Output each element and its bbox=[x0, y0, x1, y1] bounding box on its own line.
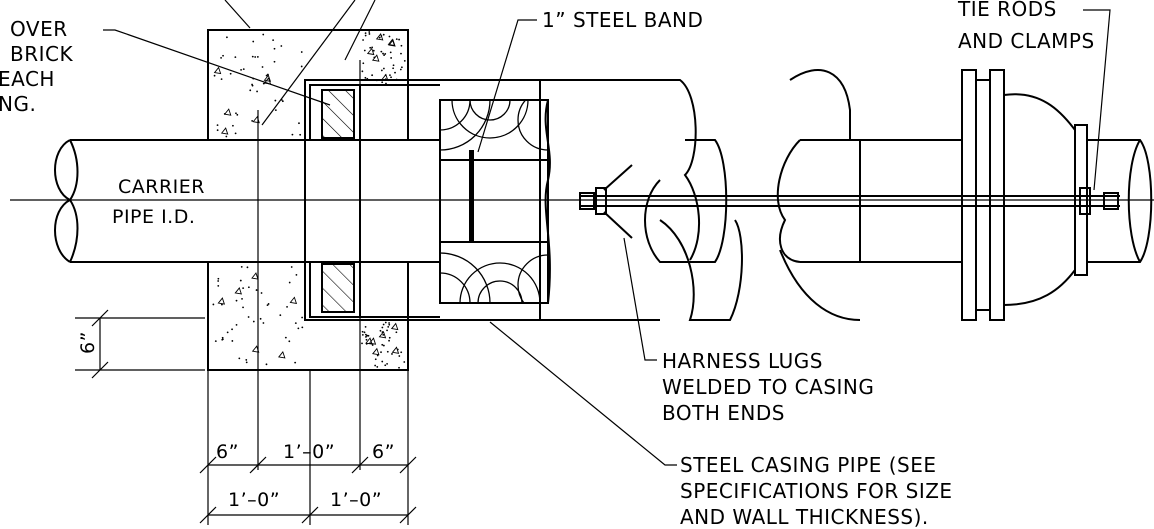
leader-harness bbox=[623, 237, 657, 361]
leader-top-b bbox=[261, 0, 356, 126]
label-over: OVER bbox=[10, 17, 68, 41]
seal-ring-top bbox=[321, 89, 355, 139]
tie-rod-nut-left bbox=[579, 192, 595, 210]
carrier-pipe bbox=[10, 139, 1154, 263]
pipe-seg-2 bbox=[659, 219, 743, 321]
label-casing-2: SPECIFICATIONS FOR SIZE bbox=[680, 479, 953, 503]
steel-casing-pipe bbox=[304, 79, 701, 321]
annotations: OVER BRICK EACH NG. 1” STEEL BAND TIE RO… bbox=[0, 0, 1095, 529]
carrier-pipe-left-break bbox=[54, 139, 73, 263]
label-harness-2: WELDED TO CASING bbox=[662, 375, 874, 399]
pipe-end bbox=[1087, 139, 1153, 263]
leader-top-a bbox=[224, 0, 251, 29]
label-brick: BRICK bbox=[10, 42, 73, 66]
dim-6in-left: 6” bbox=[216, 441, 239, 463]
harness-lug-top bbox=[603, 164, 633, 191]
dim-vertical-6in: 6” bbox=[77, 331, 99, 354]
pipe-seg-4 bbox=[800, 139, 861, 263]
carrier-pipe-left-break-2 bbox=[68, 139, 79, 263]
wood-spacer bbox=[439, 99, 549, 304]
seal-ring-bottom bbox=[321, 263, 355, 313]
label-and-clamps: AND CLAMPS bbox=[958, 29, 1095, 53]
dim-1ft-mid: 1’–0” bbox=[283, 441, 335, 463]
label-carrier: CARRIER bbox=[118, 176, 205, 198]
tie-rod-clamp-right bbox=[1079, 187, 1091, 215]
leader-top-c bbox=[344, 0, 376, 61]
tie-rods bbox=[579, 164, 1120, 239]
label-casing-1: STEEL CASING PIPE (SEE bbox=[680, 453, 937, 477]
dim-1ft-left: 1’–0” bbox=[228, 489, 280, 511]
casing-break-squiggle bbox=[544, 99, 551, 304]
leader-casing bbox=[489, 321, 677, 466]
wood-grain bbox=[440, 100, 548, 303]
pipe-end-break bbox=[1127, 139, 1141, 263]
leader-brick bbox=[103, 29, 331, 106]
pipe-seg-7 bbox=[860, 139, 962, 263]
dim-1ft-right: 1’–0” bbox=[330, 489, 382, 511]
label-each: EACH bbox=[0, 67, 55, 91]
leader-steel-band bbox=[477, 19, 537, 153]
label-steel-band: 1” STEEL BAND bbox=[542, 8, 703, 32]
label-tie-rods: TIE RODS bbox=[957, 0, 1057, 21]
tie-rod-nut-right bbox=[1103, 192, 1119, 210]
dim-6in-right: 6” bbox=[372, 441, 395, 463]
dimension-lines bbox=[75, 60, 417, 525]
tie-rod-clamp-left bbox=[595, 187, 607, 215]
label-casing-3: AND WALL THICKNESS). bbox=[680, 505, 929, 529]
steel-band bbox=[469, 150, 474, 243]
casing-break-right bbox=[540, 79, 701, 261]
label-pipe-id: PIPE I.D. bbox=[112, 206, 195, 228]
pipe-seg-3 bbox=[776, 139, 801, 263]
leader-tie-rods bbox=[1083, 9, 1111, 191]
label-harness-1: HARNESS LUGS bbox=[662, 349, 823, 373]
pipe-seg-1 bbox=[644, 139, 728, 263]
label-ng: NG. bbox=[0, 92, 36, 116]
end-plate bbox=[1074, 124, 1088, 276]
leader-lines bbox=[103, 0, 1111, 466]
label-harness-3: BOTH ENDS bbox=[662, 401, 785, 425]
pipe-seg-6 bbox=[779, 249, 861, 321]
pipe-seg-5 bbox=[789, 69, 851, 140]
harness-lug-bottom bbox=[603, 211, 633, 239]
